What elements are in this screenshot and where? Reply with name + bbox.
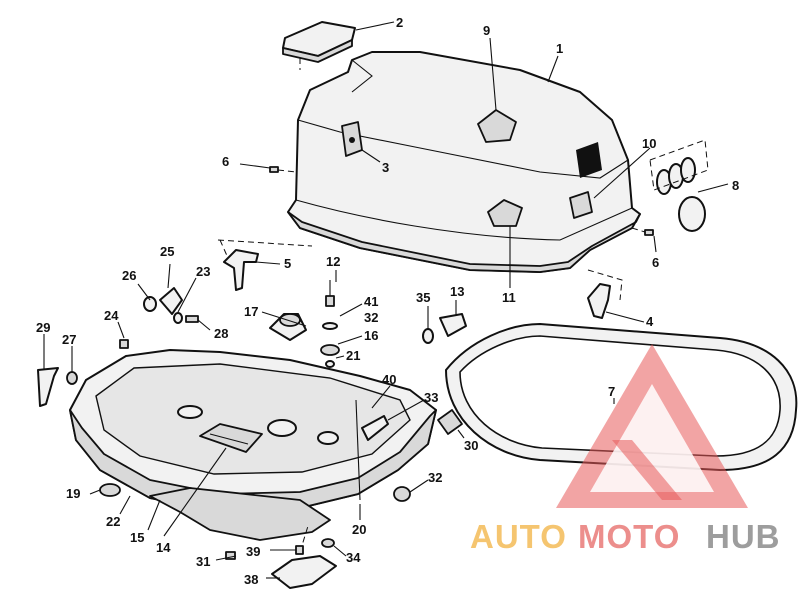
callout-10: 10: [642, 136, 656, 151]
part-10-decal: [569, 191, 593, 219]
callout-32b: 32: [428, 470, 442, 485]
part-6-screws: [269, 166, 654, 236]
callout-6a: 6: [222, 154, 229, 169]
callout-11: 11: [502, 290, 516, 305]
callout-25: 25: [160, 244, 174, 259]
callout-35: 35: [416, 290, 430, 305]
callout-15: 15: [130, 530, 144, 545]
watermark-moto: MOTO: [578, 518, 680, 555]
callout-31: 31: [196, 554, 210, 569]
callout-19: 19: [66, 486, 80, 501]
callout-27: 27: [62, 332, 76, 347]
callout-7: 7: [608, 384, 615, 399]
callout-26: 26: [122, 268, 136, 283]
callout-20: 20: [352, 522, 366, 537]
callout-24: 24: [104, 308, 119, 323]
callout-16: 16: [364, 328, 378, 343]
callout-3: 3: [382, 160, 389, 175]
callout-labels: 1 2 3 4 5 6 6 7 8 9 10 11 12 13 14 15 16…: [36, 15, 739, 587]
callout-2: 2: [396, 15, 403, 30]
callout-38: 38: [244, 572, 258, 587]
callout-29: 29: [36, 320, 50, 335]
leader-lines: [43, 21, 729, 579]
callout-1: 1: [556, 41, 563, 56]
part-4-bracket: [587, 269, 623, 319]
callout-34: 34: [346, 550, 361, 565]
watermark-auto: AUTO: [470, 518, 567, 555]
callout-21: 21: [346, 348, 360, 363]
callout-5: 5: [284, 256, 291, 271]
callout-28: 28: [214, 326, 228, 341]
part-7-seal: [445, 323, 798, 471]
part-9-decal: [477, 109, 517, 143]
part-5-bracket: [217, 239, 313, 291]
part-8-decal-set: [649, 139, 709, 232]
part-22-lower-cowl: [69, 349, 437, 513]
part-2-cap: [282, 21, 356, 70]
callout-40: 40: [382, 372, 396, 387]
callout-14: 14: [156, 540, 171, 555]
callout-8: 8: [732, 178, 739, 193]
callout-33: 33: [424, 390, 438, 405]
part-15-plate: [149, 487, 331, 541]
callout-30: 30: [464, 438, 478, 453]
callout-9: 9: [483, 23, 490, 38]
callout-4: 4: [646, 314, 654, 329]
callout-39: 39: [246, 544, 260, 559]
callout-41: 41: [364, 294, 378, 309]
callout-32a: 32: [364, 310, 378, 325]
callout-12: 12: [326, 254, 340, 269]
callout-17: 17: [244, 304, 258, 319]
callout-22: 22: [106, 514, 120, 529]
watermark-brand-text: AUTO MOTO HUB: [470, 518, 781, 555]
callout-6b: 6: [652, 255, 659, 270]
watermark-hub: HUB: [706, 518, 781, 555]
watermark-logo: [556, 344, 748, 508]
part-1-upper-cowl: [287, 51, 641, 273]
callout-23: 23: [196, 264, 210, 279]
callout-13: 13: [450, 284, 464, 299]
hardware-parts: [37, 280, 467, 560]
part-11-decal: [487, 199, 523, 227]
